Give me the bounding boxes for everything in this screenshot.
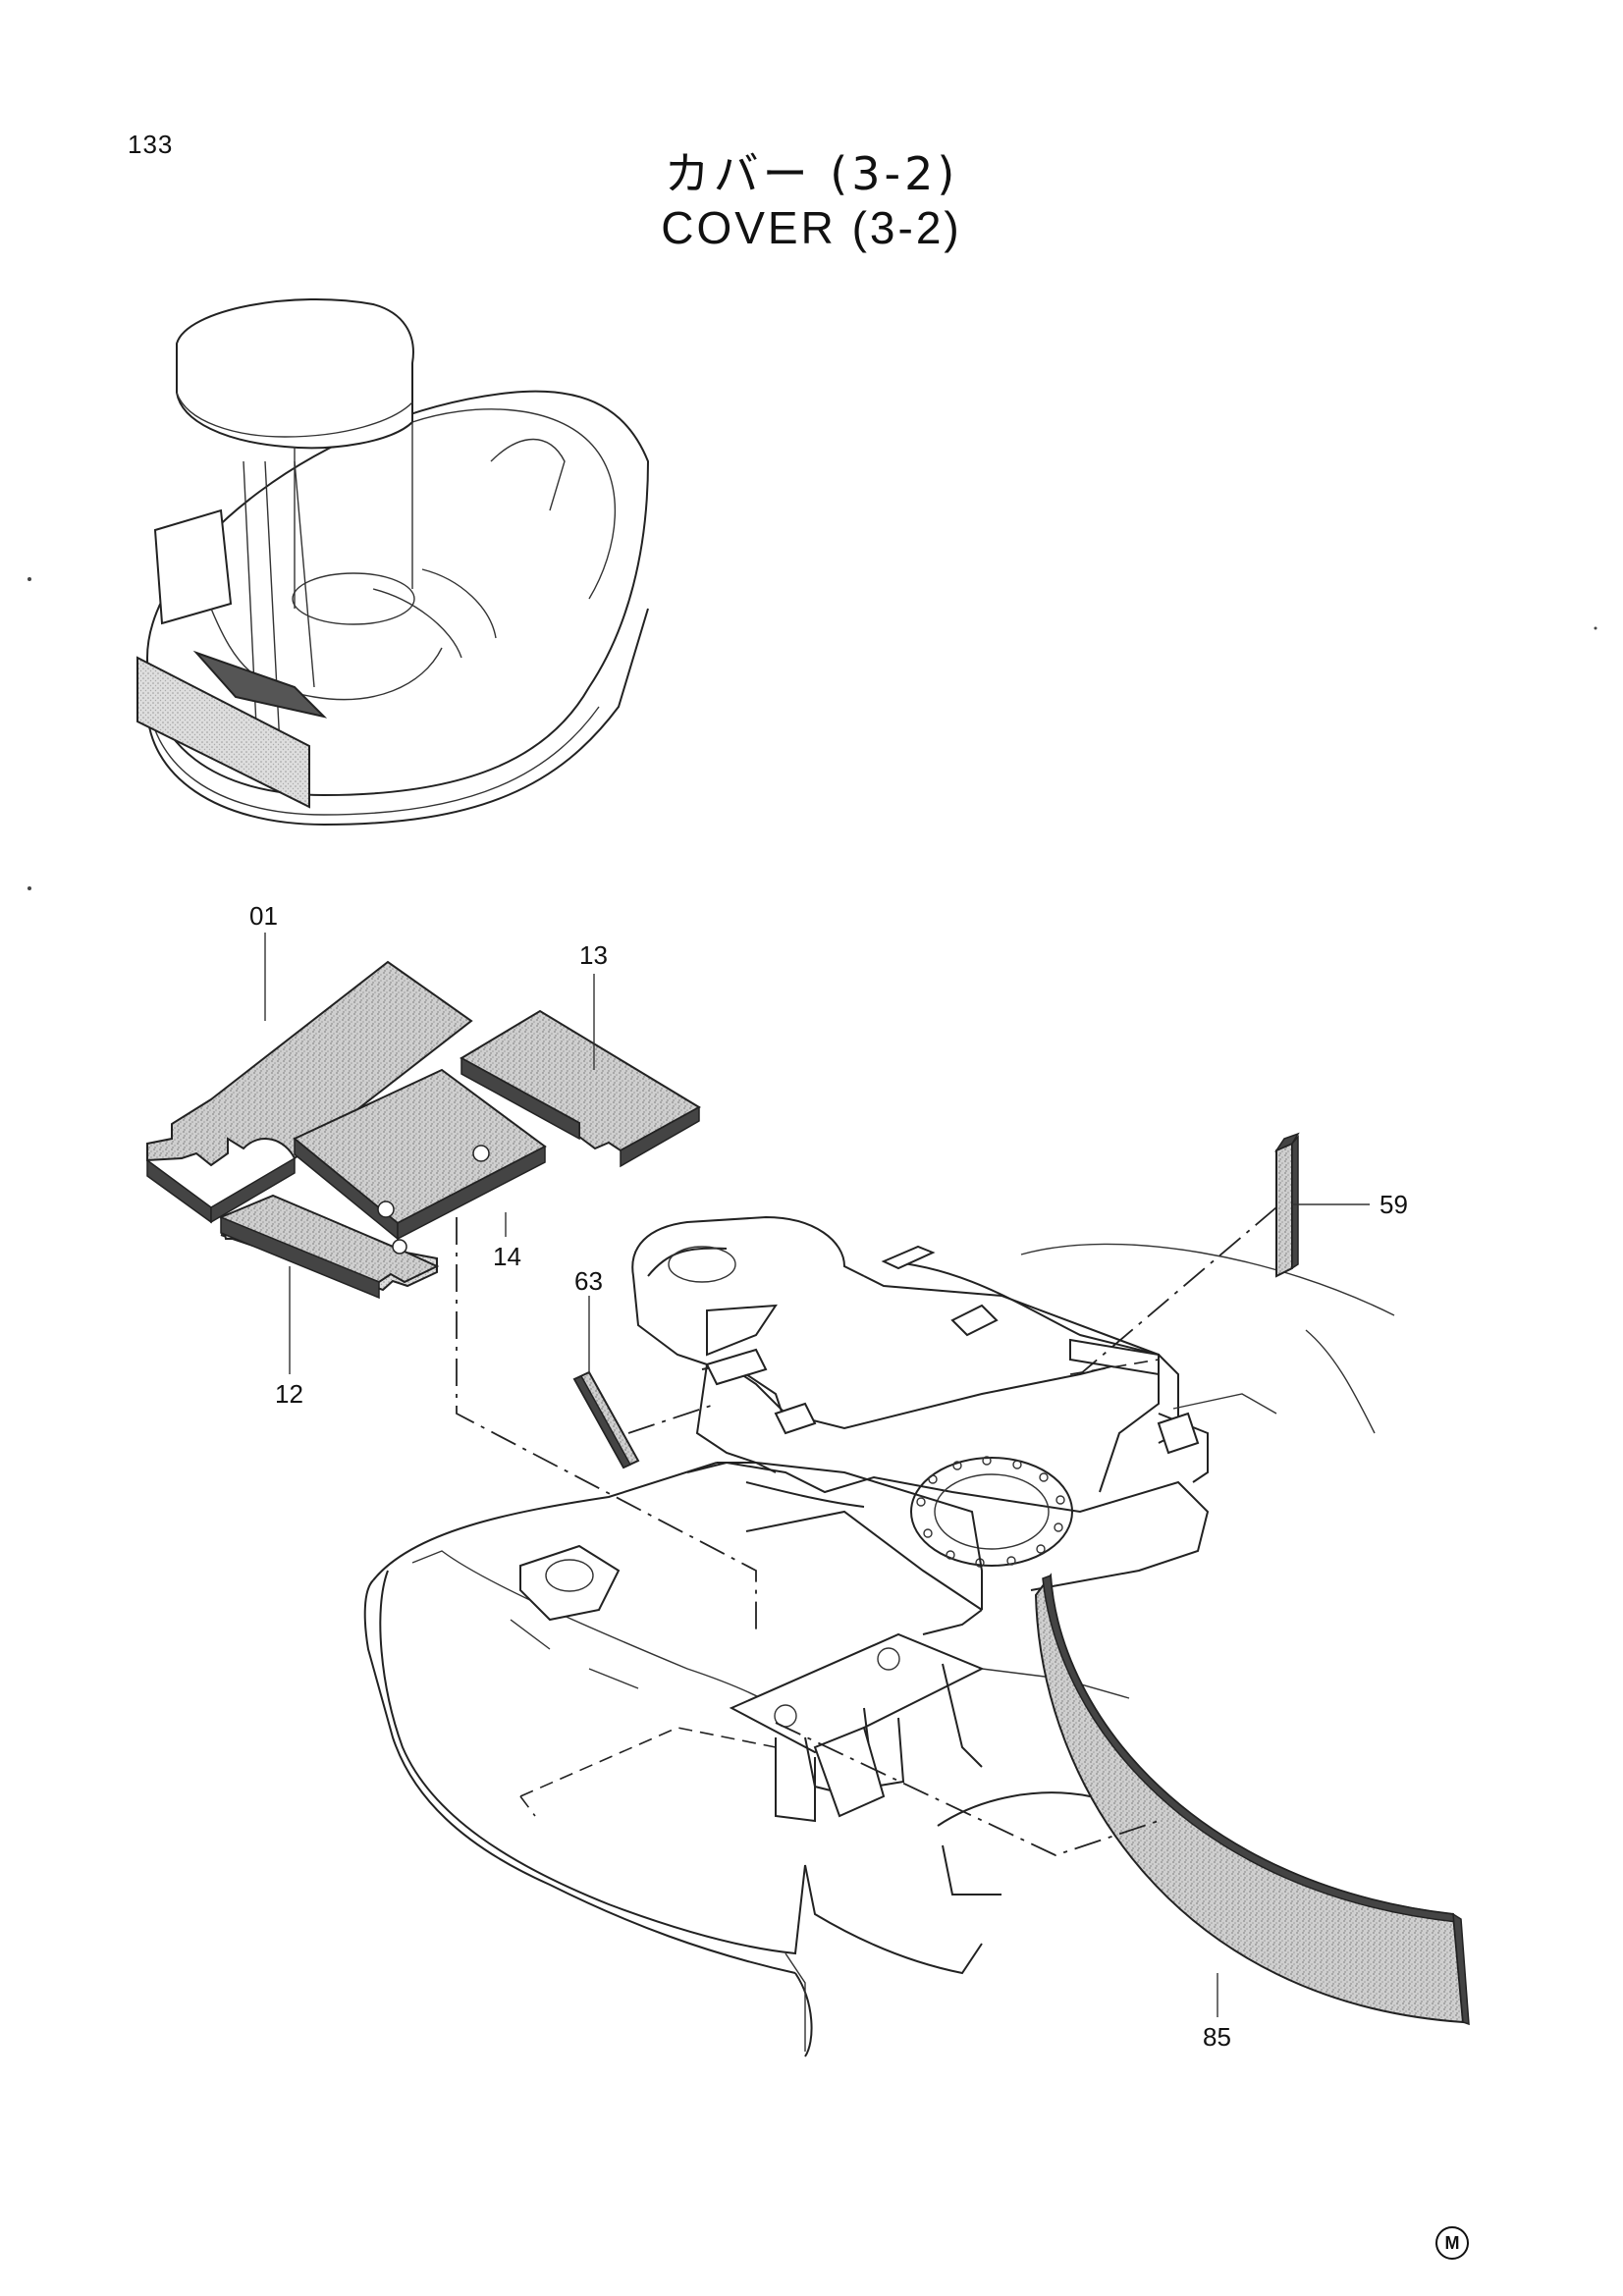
callout-12: 12 [275,1379,303,1409]
callout-63: 63 [574,1266,603,1296]
callout-85: 85 [1203,2022,1231,2052]
bearing-bolt-holes [916,1456,1065,1568]
mat-part-14 [293,1068,547,1241]
callout-01: 01 [249,901,278,931]
overview-machine-illustration [136,298,650,827]
page-title: カバー (3-2) COVER (3-2) [0,147,1623,255]
assembly-chain-lines [456,1206,1277,1856]
mat-part-13 [459,1009,702,1168]
mat-part-01 [146,960,473,1224]
leader-lines [264,933,1370,2017]
callout-14: 14 [493,1242,521,1271]
upper-frame-structure [631,1215,1395,1591]
circled-m-mark: M [1435,2226,1469,2260]
callout-13: 13 [579,940,608,970]
mat-part-12 [219,1194,440,1300]
title-japanese: カバー (3-2) [664,147,959,200]
strip-part-63 [572,1370,640,1469]
title-english: COVER (3-2) [661,202,962,253]
counterweight-and-deck [363,1462,1130,2057]
strip-part-85 [1034,1573,1470,2026]
callout-59: 59 [1380,1190,1408,1219]
strip-part-59 [1273,1132,1300,1278]
page-number: 133 [128,130,174,159]
